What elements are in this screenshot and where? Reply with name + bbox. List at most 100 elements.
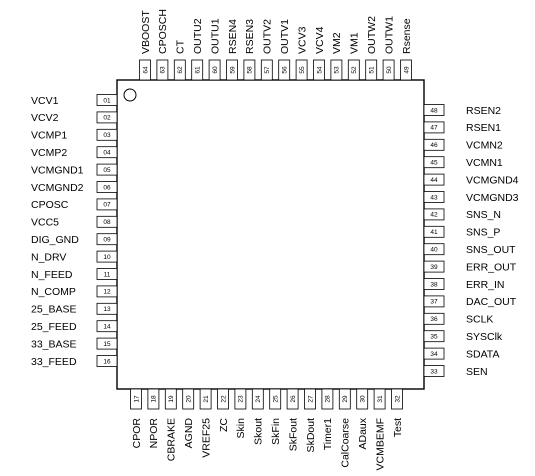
pin-number: 19 xyxy=(168,395,175,403)
pin-label: VCMGND1 xyxy=(31,164,84,176)
pin-box xyxy=(96,320,118,333)
pin-number: 62 xyxy=(177,66,184,74)
pin-box xyxy=(269,388,282,410)
pin-label: ERR_OUT xyxy=(466,261,517,273)
pin-label: DIG_GND xyxy=(31,234,79,246)
pin-number: 11 xyxy=(104,271,111,278)
pin-box xyxy=(321,388,334,410)
pin-number: 32 xyxy=(394,395,401,403)
pin-box xyxy=(423,208,445,221)
pin-number: 36 xyxy=(430,316,438,323)
pin-number: 06 xyxy=(103,184,111,191)
pin-box xyxy=(423,312,445,325)
pin-number: 22 xyxy=(220,395,227,403)
pin-label: OUTW2 xyxy=(366,16,378,54)
pin-label: VCMGND2 xyxy=(31,182,84,194)
pin-box xyxy=(382,59,395,81)
pin-box xyxy=(96,128,118,141)
pin-64: 64 VBOOST xyxy=(139,10,152,81)
pin-label: CPOSCH xyxy=(157,9,169,54)
pin-box xyxy=(130,388,142,410)
pin-box xyxy=(96,355,118,367)
pin-label: SDATA xyxy=(466,348,499,360)
pin-label: VCMP1 xyxy=(31,130,67,142)
pin-box xyxy=(96,181,118,193)
pin-box xyxy=(234,388,247,410)
pin-label: RSEN1 xyxy=(466,122,501,134)
pin-box xyxy=(304,388,316,410)
pin-box xyxy=(423,278,445,290)
pin-number: 59 xyxy=(229,66,236,74)
pin-box xyxy=(156,59,169,81)
pin-box xyxy=(182,388,195,410)
pin-label: VBOOST xyxy=(140,10,152,54)
pin-11: 11 N_FEED xyxy=(31,268,118,281)
pin-box xyxy=(423,191,445,203)
pin-label: ERR_IN xyxy=(466,279,505,291)
pin-box xyxy=(423,173,445,186)
pin-label: DAC_OUT xyxy=(466,296,517,308)
pin-label: RSEN2 xyxy=(466,105,501,117)
pin-box xyxy=(423,243,445,256)
pin-number: 12 xyxy=(103,289,111,296)
pin-label: VCV1 xyxy=(31,95,59,107)
pin-label: SCLK xyxy=(466,314,493,326)
pin-label: Rsense xyxy=(401,18,413,54)
pin-label: AGND xyxy=(183,418,195,449)
pin-label: N_COMP xyxy=(31,286,76,298)
pin-label: SkFin xyxy=(270,418,282,445)
pin-label: SNS_P xyxy=(466,227,500,239)
pin-label: SkDout xyxy=(305,418,317,453)
pin-number: 64 xyxy=(142,66,149,74)
pin-label: N_FEED xyxy=(31,269,73,281)
pin-label: VCMGND4 xyxy=(466,174,519,186)
pin-number: 24 xyxy=(255,395,262,403)
pin-box xyxy=(251,388,264,410)
pin-06: 06 VCMGND2 xyxy=(31,181,118,194)
pin-51: 51 OUTW2 xyxy=(365,16,378,81)
pin-label: CBRAKE xyxy=(166,418,178,461)
pin-number: 40 xyxy=(430,247,438,254)
pin-number: 39 xyxy=(430,264,438,271)
pin-label: VCC5 xyxy=(31,217,59,229)
pin-box xyxy=(278,59,291,81)
pin-box xyxy=(96,163,118,176)
pin-box xyxy=(338,388,351,410)
pin-box xyxy=(217,388,229,410)
pin-box xyxy=(96,111,118,124)
pin-label: 25_BASE xyxy=(31,304,77,316)
pin-number: 04 xyxy=(103,150,111,157)
pin-number: 01 xyxy=(103,97,111,104)
pin-box xyxy=(226,59,238,81)
pin-number: 05 xyxy=(103,167,111,174)
pin-number: 34 xyxy=(430,351,438,358)
pin-34: 34 SDATA xyxy=(423,347,499,360)
pin-box xyxy=(295,59,308,81)
pin1-marker-icon xyxy=(123,88,137,102)
bottom-pin-row: 17CPOR18NPOR19CBRAKE20AGND21VREF2522ZC23… xyxy=(130,388,404,471)
pin-number: 51 xyxy=(369,66,376,74)
pin-number: 41 xyxy=(430,229,438,236)
